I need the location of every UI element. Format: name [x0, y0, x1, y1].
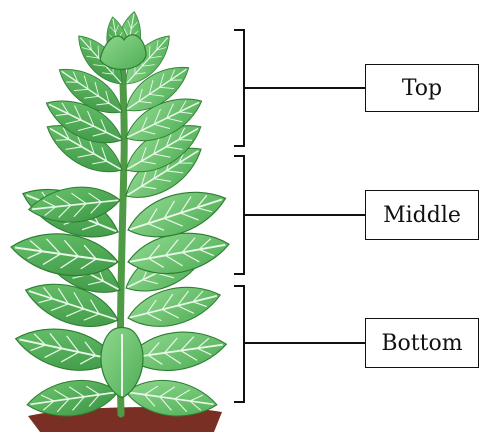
bracket-top — [234, 30, 365, 146]
label-top: Top — [365, 64, 479, 112]
bracket-bottom — [234, 286, 365, 402]
label-bottom: Bottom — [365, 318, 479, 368]
label-middle: Middle — [365, 190, 479, 240]
bracket-middle — [234, 156, 365, 274]
